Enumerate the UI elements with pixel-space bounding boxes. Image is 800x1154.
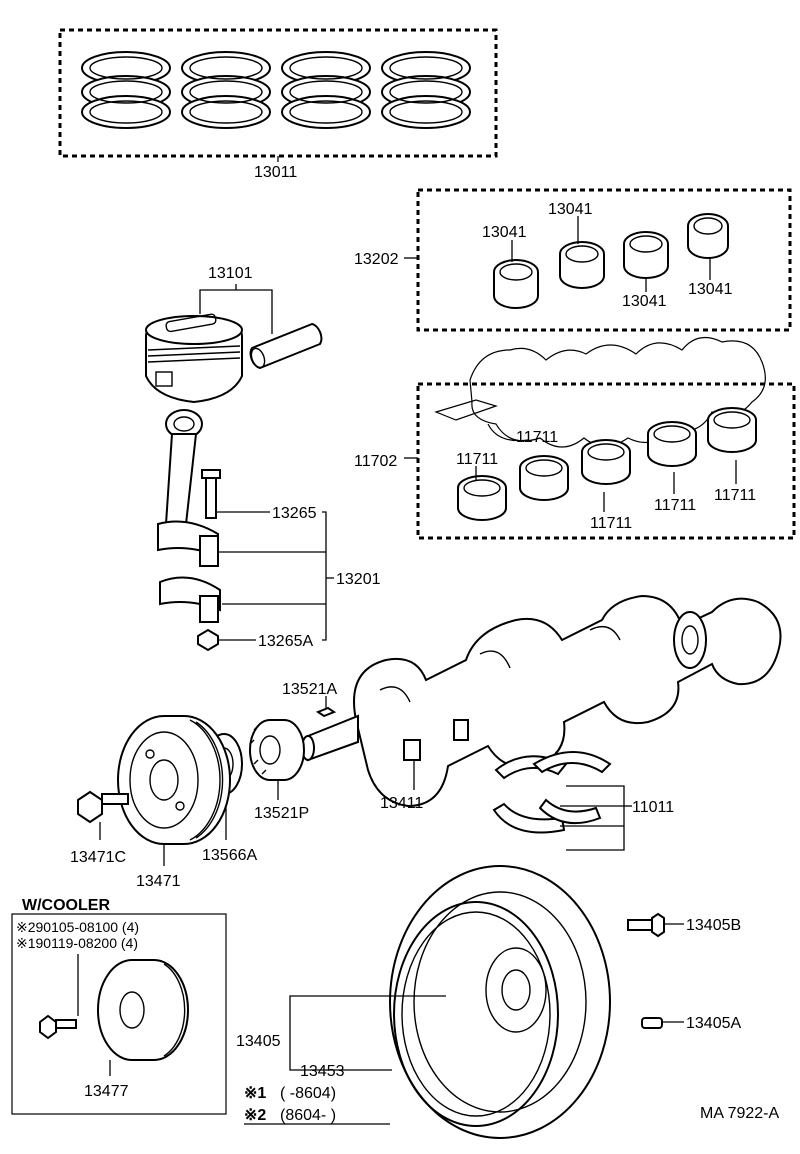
piston-ring-stack-4 <box>381 51 471 129</box>
label-13041-b: 13041 <box>548 201 593 218</box>
label-11711-c: 11711 <box>590 515 632 532</box>
label-13041-a: 13041 <box>482 224 527 241</box>
label-13411: 13411 <box>380 795 423 812</box>
figure-code: MA 7922-A <box>700 1105 779 1122</box>
label-13202: 13202 <box>354 251 399 268</box>
label-13521A: 13521A <box>282 681 337 698</box>
label-13041-c: 13041 <box>622 293 667 310</box>
label-13453: 13453 <box>300 1063 345 1080</box>
label-11702: 11702 <box>354 453 397 470</box>
footnote-1-mark: ※1 <box>244 1085 266 1102</box>
label-11711-d: 11711 <box>654 497 696 514</box>
footnote-1-text: ( -8604) <box>280 1085 336 1102</box>
piston-ring-stack-1 <box>81 51 171 129</box>
label-13471: 13471 <box>136 873 181 890</box>
conrod-bearing-3 <box>623 231 669 279</box>
label-13101: 13101 <box>208 265 253 282</box>
main-bearing-set <box>404 382 796 540</box>
label-13011: 13011 <box>254 164 297 181</box>
label-13471C: 13471C <box>70 849 126 866</box>
pulley-bolt <box>77 790 129 824</box>
label-13405: 13405 <box>236 1033 281 1050</box>
label-13265: 13265 <box>272 505 317 522</box>
cooler-section <box>11 913 227 1115</box>
conrod-bearing-4 <box>687 213 729 259</box>
label-13041-d: 13041 <box>688 281 733 298</box>
crank-pulley <box>117 715 231 845</box>
crankshaft-snout <box>301 714 359 762</box>
label-13265A: 13265A <box>258 633 313 650</box>
label-13405B: 13405B <box>686 917 741 934</box>
cooler-pulley-bolt <box>39 1014 77 1040</box>
ring-gear <box>393 901 559 1127</box>
flywheel-bolt <box>627 912 665 938</box>
main-bearing-4 <box>647 421 697 467</box>
conrod-bearing-set <box>404 188 792 332</box>
piston-ring-set <box>58 28 498 162</box>
main-bearing-3 <box>581 439 631 485</box>
label-13477: 13477 <box>84 1083 129 1100</box>
cooler-note-2: ※190119-08200 (4) <box>16 935 138 951</box>
main-bearing-1 <box>457 475 507 521</box>
label-11711-b: 11711 <box>456 451 498 468</box>
footnote-2-text: (8604- ) <box>280 1107 336 1124</box>
dowel-pin <box>641 1017 663 1029</box>
cooler-title: W/COOLER <box>22 897 110 914</box>
crankshaft <box>353 594 782 808</box>
crankshaft-phantom <box>434 336 766 448</box>
label-13201: 13201 <box>336 571 381 588</box>
cooler-note-1: ※290105-08100 (4) <box>16 919 139 935</box>
footnote-2-mark: ※2 <box>244 1107 266 1124</box>
timing-gear <box>249 719 305 781</box>
label-11711-a: 11711 <box>516 429 558 446</box>
conrod-bolt <box>201 469 221 519</box>
piston-ring-stack-3 <box>281 51 371 129</box>
piston-pin <box>249 322 323 370</box>
label-13566A: 13566A <box>202 847 257 864</box>
label-11011: 11011 <box>632 799 674 816</box>
flywheel <box>389 865 611 1139</box>
conrod-bearing-1 <box>493 259 539 309</box>
conrod-nut <box>197 628 219 652</box>
cooler-pulley <box>97 959 189 1061</box>
label-13521P: 13521P <box>254 805 309 822</box>
thrust-washers <box>492 751 612 834</box>
label-13405A: 13405A <box>686 1015 741 1032</box>
main-bearing-5 <box>707 407 757 453</box>
crank-key <box>315 706 337 718</box>
label-11711-e: 11711 <box>714 487 756 504</box>
conrod-bearing-2 <box>559 241 605 289</box>
piston-ring-stack-2 <box>181 51 271 129</box>
main-bearing-2 <box>519 455 569 501</box>
piston <box>145 313 243 404</box>
connecting-rod <box>157 409 221 623</box>
